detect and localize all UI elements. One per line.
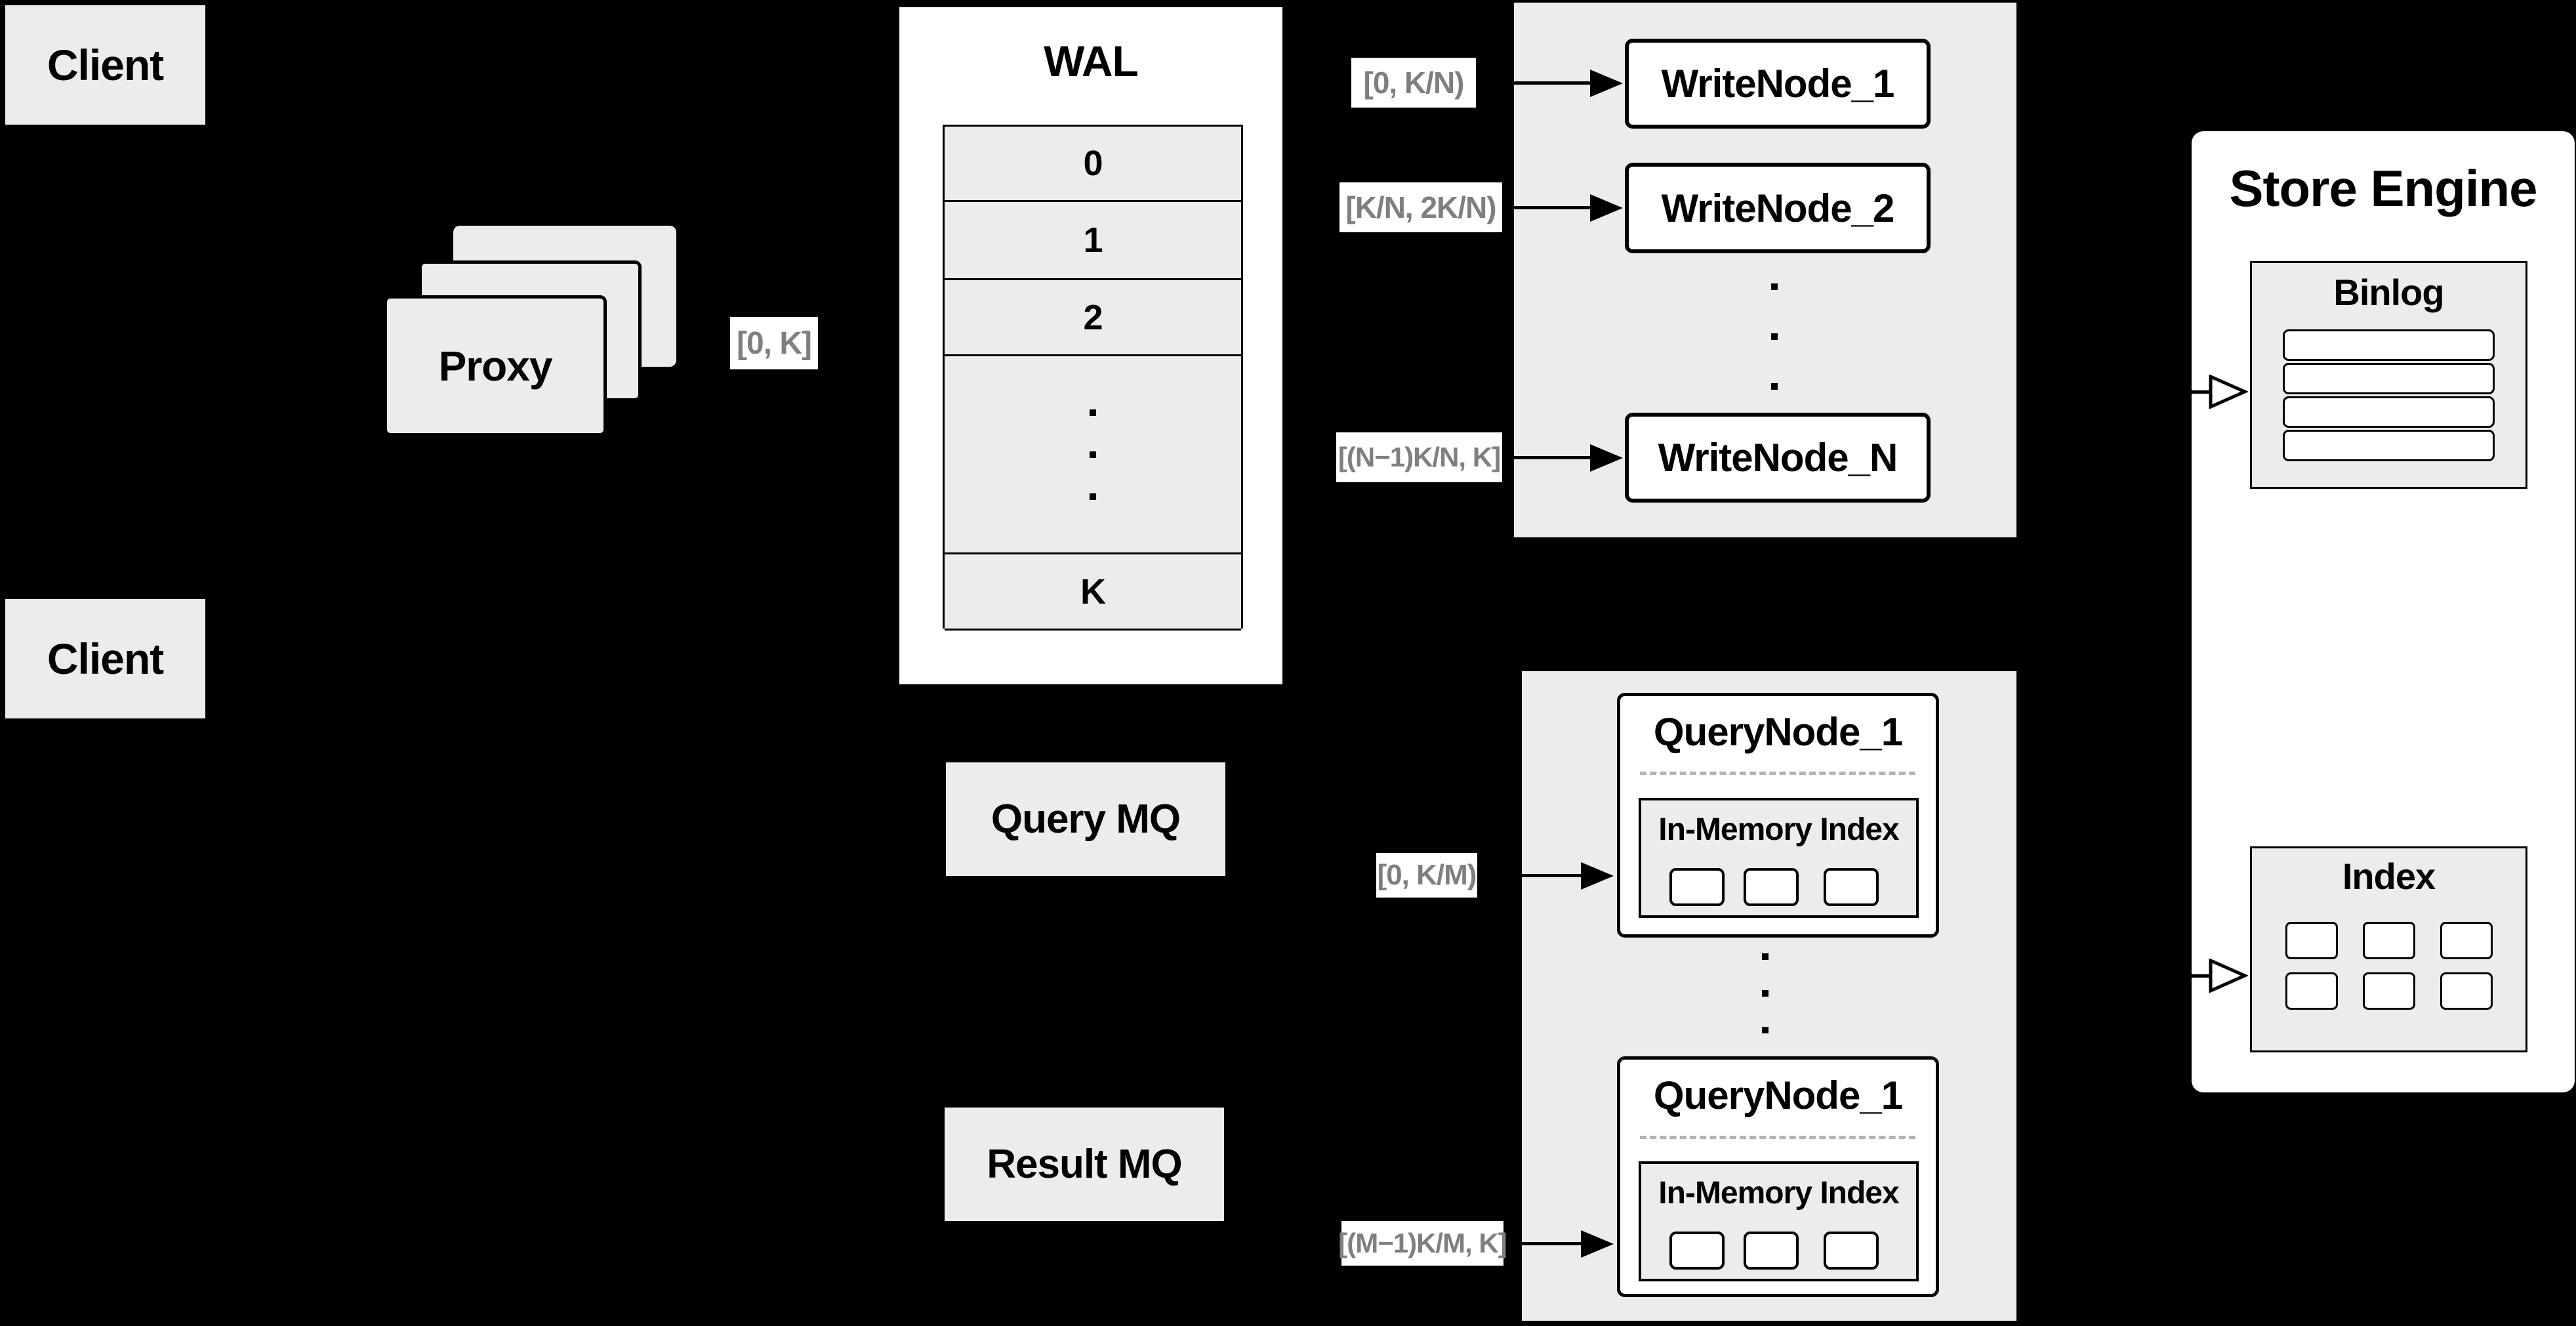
memory-segment: [1824, 868, 1879, 906]
query-node-1-title: QueryNode_1: [1653, 709, 1903, 754]
ellipsis-dot: [1762, 990, 1768, 997]
arrow-to-querynode-m: [1522, 1242, 1582, 1245]
ellipsis-dot: [1771, 383, 1778, 390]
query-range-label-m: [(M−1)K/M, K]: [1338, 1221, 1507, 1266]
client-top-box: Client: [5, 5, 205, 125]
wal-segment-row: 2: [945, 280, 1241, 356]
write-range-label-2: [K/N, 2K/N): [1339, 182, 1502, 232]
binlog-row: [2283, 430, 2495, 461]
ellipsis-dot: [1771, 283, 1778, 290]
arrowhead-writenode-1: [1590, 70, 1623, 97]
index-title: Index: [2342, 855, 2436, 897]
arrowhead-querynode-m: [1581, 1230, 1614, 1258]
memory-segment: [1744, 1232, 1799, 1270]
index-cell: [2363, 972, 2415, 1010]
memory-segment: [1669, 1232, 1725, 1270]
query-node-m-title: QueryNode_1: [1653, 1073, 1903, 1117]
write-node-2-box: WriteNode_2: [1625, 163, 1931, 253]
index-cell: [2440, 972, 2493, 1010]
query-vertical-ellipsis: [1762, 953, 1768, 1033]
in-memory-index-m-title: In-Memory Index: [1658, 1175, 1899, 1211]
index-cell: [2363, 922, 2415, 959]
binlog-title: Binlog: [2333, 271, 2444, 313]
result-mq-box: Result MQ: [945, 1108, 1224, 1221]
binlog-row: [2283, 363, 2495, 394]
vertical-ellipsis: [1090, 409, 1096, 500]
write-range-label-n: [(N−1)K/N, K]: [1336, 432, 1502, 482]
wal-segment-row: 0: [945, 127, 1241, 202]
binlog-row: [2283, 329, 2495, 361]
client-bottom-box: Client: [5, 599, 205, 718]
write-node-1-box: WriteNode_1: [1625, 39, 1931, 129]
query-mq-box: Query MQ: [946, 762, 1225, 876]
proxy-box: Proxy: [384, 295, 607, 436]
ellipsis-dot: [1771, 333, 1778, 340]
arrow-to-index: [2190, 974, 2211, 978]
ellipsis-dot: [1762, 953, 1768, 960]
arrowhead-writenode-n: [1590, 444, 1623, 472]
query-range-label-1: [0, K/M): [1376, 853, 1477, 898]
index-cell: [2285, 922, 2338, 959]
arrow-to-querynode-1: [1522, 874, 1582, 877]
arrow-to-writenode-2: [1514, 206, 1591, 209]
arrow-to-writenode-1: [1514, 81, 1591, 85]
write-range-label-1: [0, K/N): [1351, 58, 1476, 108]
index-cell: [2285, 972, 2338, 1010]
write-vertical-ellipsis: [1771, 283, 1778, 390]
proxy-range-label: [0, K]: [730, 317, 818, 369]
ellipsis-dot: [1090, 493, 1096, 500]
in-memory-index-1-title: In-Memory Index: [1658, 812, 1899, 847]
wal-table: 0 1 2 K: [943, 125, 1243, 631]
arrowhead-writenode-2: [1590, 194, 1623, 222]
memory-segment: [1744, 868, 1799, 906]
binlog-row: [2283, 396, 2495, 428]
wal-segment-row: 1: [945, 202, 1241, 280]
wal-last-segment-row: K: [945, 554, 1241, 631]
ellipsis-dot: [1090, 451, 1096, 458]
arrow-to-writenode-n: [1514, 456, 1591, 459]
memory-segment: [1669, 868, 1725, 906]
arrow-to-binlog: [2190, 390, 2211, 394]
query-node-m-divider: [1640, 1136, 1915, 1139]
ellipsis-dot: [1090, 409, 1096, 416]
ellipsis-dot: [1762, 1027, 1768, 1033]
query-node-1-divider: [1640, 772, 1915, 775]
open-arrowhead-binlog: [2209, 375, 2248, 409]
store-engine-title: Store Engine: [2229, 159, 2537, 217]
memory-segment: [1824, 1232, 1879, 1270]
arrowhead-querynode-1: [1581, 862, 1614, 890]
open-arrowhead-index: [2209, 959, 2248, 993]
wal-ellipsis-row: [945, 356, 1241, 554]
index-cell: [2440, 922, 2493, 959]
wal-title: WAL: [1044, 36, 1139, 85]
write-node-n-box: WriteNode_N: [1625, 413, 1931, 503]
